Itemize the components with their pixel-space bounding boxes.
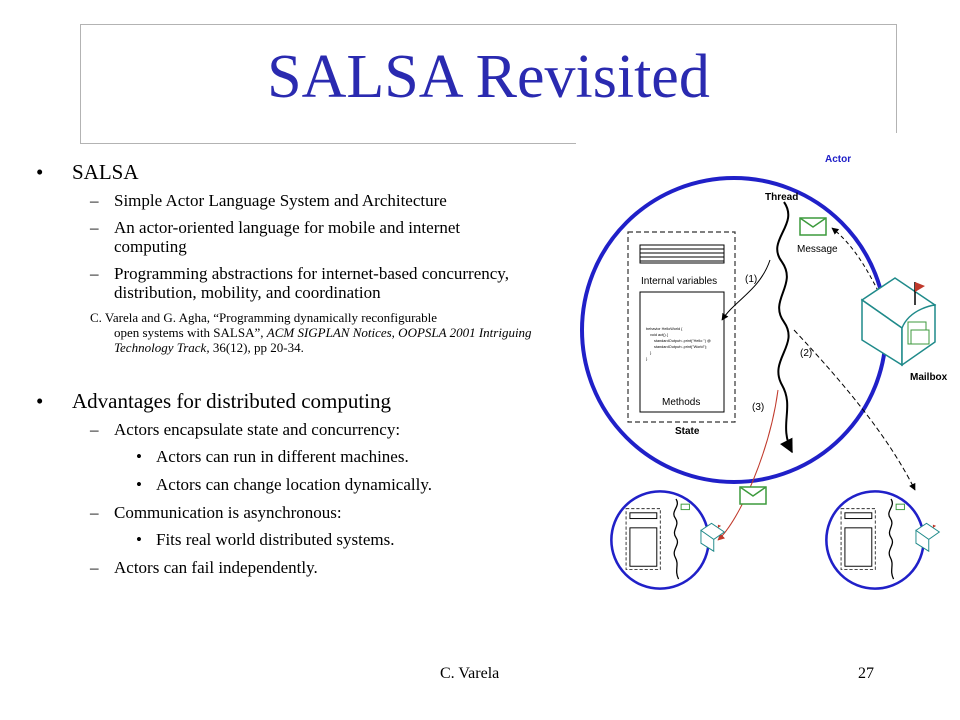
code-listing: behavior HelloWorld { void act() { stand… <box>646 327 711 361</box>
bullet-dot: • <box>136 447 142 466</box>
thread-label: Thread <box>765 192 798 203</box>
state-box <box>627 231 736 423</box>
sub-bullet: –Communication is asynchronous: <box>36 503 536 522</box>
citation-hang: open systems with SALSA”, ACM SIGPLAN No… <box>90 325 536 355</box>
sub-bullet-text: An actor-oriented language for mobile an… <box>114 218 461 256</box>
svg-text:}: } <box>646 357 648 361</box>
page-number: 27 <box>858 665 874 682</box>
internal-variables-stripes <box>639 244 725 264</box>
sub-sub-bullet: • Actors can change location dynamically. <box>36 475 536 494</box>
dash-marker: – <box>90 420 99 439</box>
sub-bullet-text: Actors encapsulate state and concurrency… <box>114 420 401 439</box>
bullet-advantages: • Advantages for distributed computing <box>36 389 536 413</box>
remote-actor-left <box>610 490 726 590</box>
citation-title-end: open systems with SALSA”, <box>114 325 267 340</box>
svg-text:behavior HelloWorld {: behavior HelloWorld { <box>646 327 683 331</box>
sub-bullet: –Actors encapsulate state and concurrenc… <box>36 420 536 439</box>
bullet-dot: • <box>36 389 44 413</box>
red-message-arrow <box>717 389 779 541</box>
dash-marker: – <box>90 218 99 237</box>
actor-circle <box>580 176 888 484</box>
slide-body: •SALSA –Simple Actor Language System and… <box>36 160 536 585</box>
state-label: State <box>675 426 700 437</box>
title-frame <box>80 24 898 145</box>
step1-label: (1) <box>745 274 757 285</box>
svg-text:}: } <box>650 351 652 355</box>
citation-pages: 36(12), pp 20-34. <box>209 340 304 355</box>
footer-author: C. Varela <box>440 665 500 682</box>
bullet-dot: • <box>136 475 142 494</box>
sub-sub-bullet: • Fits real world distributed systems. <box>36 530 536 549</box>
methods-box <box>639 291 725 413</box>
step2-label: (2) <box>800 348 812 359</box>
thread-path <box>776 201 793 454</box>
sub-bullet: –Actors can fail independently. <box>36 558 536 577</box>
slide-title: SALSA Revisited <box>267 43 710 111</box>
message-label: Message <box>797 244 838 255</box>
bullet-text: Advantages for distributed computing <box>72 389 392 413</box>
bullet-text: SALSA <box>72 160 139 184</box>
citation-venue: ACM SIGPLAN Notices, OOPSLA 2001 Intrigu… <box>114 325 532 355</box>
citation-authors: C. Varela and G. Agha, “Programming dyna… <box>90 310 438 325</box>
svg-text:standardOutput<-print("World"): standardOutput<-print("World"); <box>654 345 707 349</box>
dash-marker: – <box>90 264 99 283</box>
bullet-salsa: • SALSA <box>36 160 536 184</box>
dash-marker: – <box>90 191 99 210</box>
bullet-dot: • <box>36 160 44 184</box>
sub-bullet-text: Communication is asynchronous: <box>114 503 342 522</box>
bullet-dot: • <box>136 530 142 549</box>
mailbox-label: Mailbox <box>910 372 948 383</box>
mailbox-icon <box>860 277 937 367</box>
sub-sub-bullet-text: Actors can change location dynamically. <box>156 475 432 494</box>
message-envelope-icon <box>799 217 827 236</box>
dashed-message-arrow <box>793 329 916 491</box>
sub-bullet-text: Actors can fail independently. <box>114 558 318 577</box>
step1-arrow <box>721 259 771 321</box>
sub-bullet-text: Simple Actor Language System and Archite… <box>114 191 447 210</box>
svg-text:void act() {: void act() { <box>650 333 669 337</box>
dash-marker: – <box>90 503 99 522</box>
methods-label: Methods <box>662 397 700 408</box>
remote-actor-right <box>825 490 941 590</box>
citation: C. Varela and G. Agha, “Programming dyna… <box>36 310 536 355</box>
step3-label: (3) <box>752 402 764 413</box>
sub-bullet: –Programming abstractions for internet-b… <box>36 264 536 302</box>
sub-bullet: –An actor-oriented language for mobile a… <box>36 218 536 256</box>
sub-sub-bullet-text: Actors can run in different machines. <box>156 447 409 466</box>
internal-variables-label: Internal variables <box>641 276 717 287</box>
svg-text:standardOutput<-print("Hello ": standardOutput<-print("Hello ") @ <box>654 339 711 343</box>
sub-bullet-text: Programming abstractions for internet-ba… <box>114 264 509 302</box>
mailbox-to-thread-arrow <box>831 227 896 323</box>
sub-bullet: –Simple Actor Language System and Archit… <box>36 191 536 210</box>
message-envelope-icon <box>739 486 767 505</box>
sub-sub-bullet-text: Fits real world distributed systems. <box>156 530 395 549</box>
sub-sub-bullet: • Actors can run in different machines. <box>36 447 536 466</box>
dash-marker: – <box>90 558 99 577</box>
actor-label: Actor <box>825 154 851 165</box>
